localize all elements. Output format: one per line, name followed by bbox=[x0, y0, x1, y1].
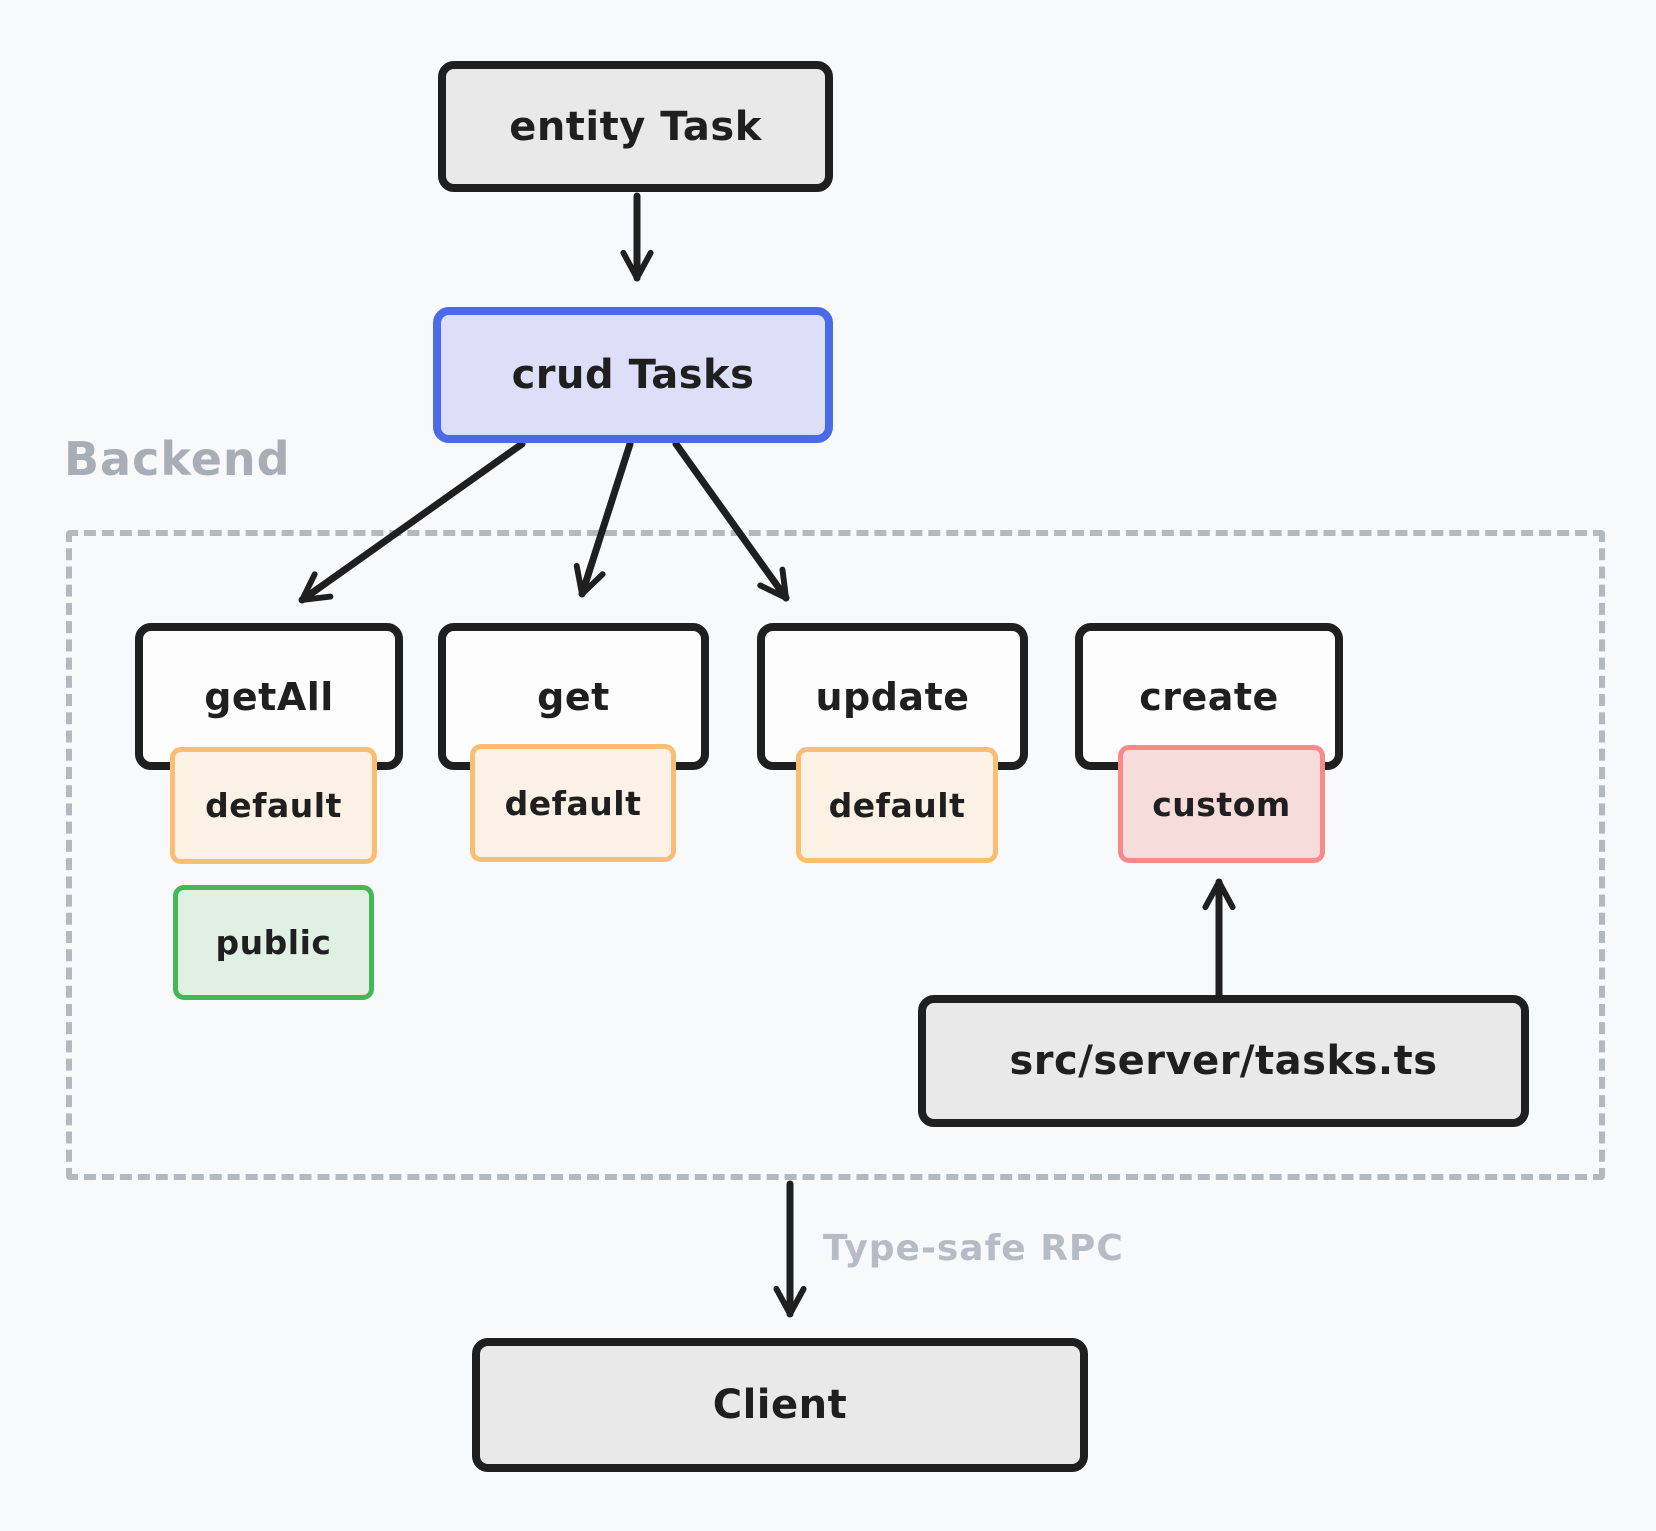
node-entity-task: entity Task bbox=[438, 61, 833, 192]
node-client: Client bbox=[472, 1338, 1088, 1472]
node-crud-tasks: crud Tasks bbox=[433, 307, 833, 443]
tag-create-custom: custom bbox=[1118, 745, 1325, 863]
backend-boundary bbox=[66, 530, 1605, 1180]
node-server-tasks-file: src/server/tasks.ts bbox=[918, 995, 1529, 1127]
node-update: update bbox=[757, 623, 1028, 770]
tag-getall-default: default bbox=[170, 747, 377, 864]
typesafe-rpc-label: Type-safe RPC bbox=[823, 1228, 1124, 1269]
arrow-crud-to-get bbox=[573, 440, 634, 598]
backend-section-label: Backend bbox=[64, 432, 291, 486]
tag-update-default: default bbox=[796, 747, 998, 863]
tag-getall-public: public bbox=[173, 885, 374, 1000]
arrow-crud-to-update bbox=[672, 440, 790, 602]
arrow-crud-to-getall bbox=[298, 440, 526, 604]
tag-get-default: default bbox=[470, 744, 676, 862]
